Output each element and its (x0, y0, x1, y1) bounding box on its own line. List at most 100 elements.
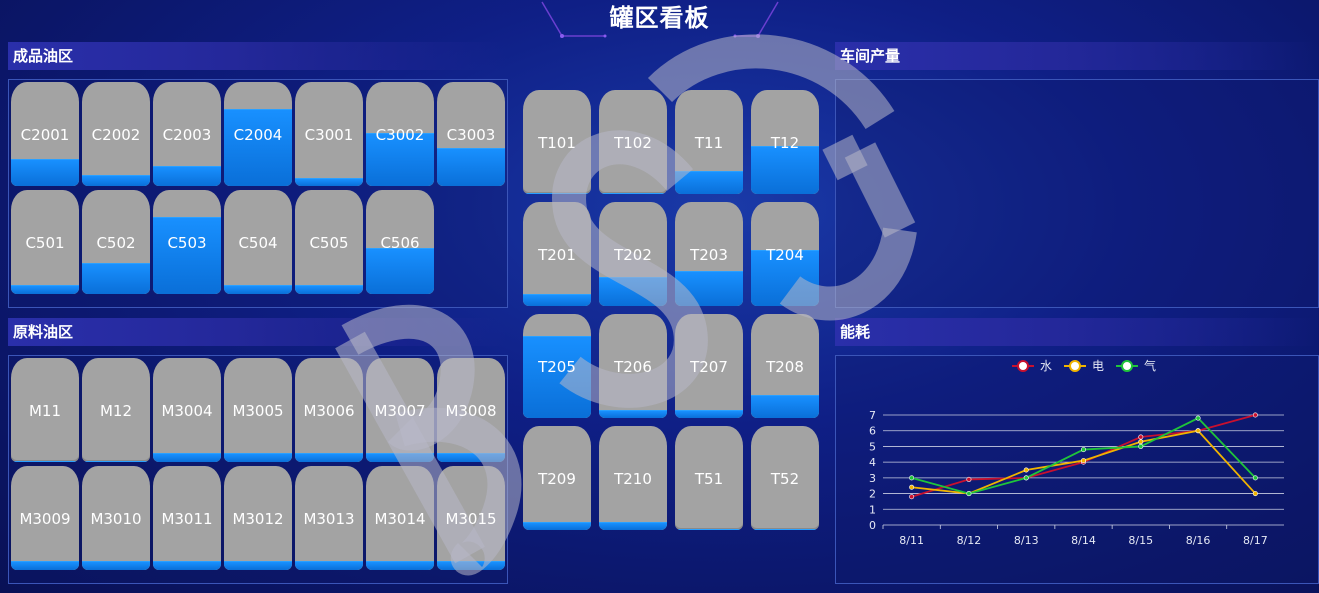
tank-m3007[interactable]: M3007 (366, 358, 434, 462)
tank-label: T202 (614, 246, 652, 264)
tank-level-fill (82, 174, 150, 186)
series-point (909, 494, 915, 500)
tank-label: C2003 (162, 126, 212, 144)
legend-label: 水 (1040, 359, 1052, 373)
tank-label: T210 (614, 470, 652, 488)
tank-label: T102 (614, 134, 652, 152)
series-point (966, 476, 972, 482)
chart-series (909, 412, 1258, 500)
tank-c506[interactable]: C506 (366, 190, 434, 294)
tank-label: C503 (167, 234, 207, 252)
series-point (1081, 458, 1087, 464)
tank-t102[interactable]: T102 (599, 90, 667, 194)
tank-t205[interactable]: T205 (523, 314, 591, 418)
tank-m3014[interactable]: M3014 (366, 466, 434, 570)
tank-label: M11 (28, 402, 62, 420)
tank-level-fill (11, 560, 79, 570)
legend-label: 电 (1092, 359, 1104, 373)
tank-t207[interactable]: T207 (675, 314, 743, 418)
tank-m3005[interactable]: M3005 (224, 358, 292, 462)
tank-m3011[interactable]: M3011 (153, 466, 221, 570)
tank-level-fill (751, 529, 819, 530)
chart-legend[interactable]: 水 电气 (1012, 358, 1156, 373)
tank-label: M3010 (90, 510, 142, 528)
tank-c3002[interactable]: C3002 (366, 82, 434, 186)
tank-t203[interactable]: T203 (675, 202, 743, 306)
tank-t201[interactable]: T201 (523, 202, 591, 306)
series-point (1138, 443, 1144, 449)
tank-t101[interactable]: T101 (523, 90, 591, 194)
tank-c505[interactable]: C505 (295, 190, 363, 294)
legend-item[interactable]: 气 (1116, 358, 1156, 373)
tank-label: C2002 (91, 126, 141, 144)
tank-m11[interactable]: M11 (11, 358, 79, 462)
tank-m3015[interactable]: M3015 (437, 466, 505, 570)
tank-m3012[interactable]: M3012 (224, 466, 292, 570)
tank-t12[interactable]: T12 (751, 90, 819, 194)
y-tick-label: 3 (869, 472, 876, 485)
tank-level-fill (523, 335, 591, 418)
tank-c502[interactable]: C502 (82, 190, 150, 294)
tank-level-fill (224, 284, 292, 294)
tank-level-fill (224, 452, 292, 462)
tank-m3010[interactable]: M3010 (82, 466, 150, 570)
tank-t206[interactable]: T206 (599, 314, 667, 418)
tank-level-fill (153, 452, 221, 462)
legend-item[interactable]: 电 (1064, 359, 1104, 373)
section-workshop-output: 车间产量 (835, 42, 1316, 70)
tank-level-fill (82, 560, 150, 570)
tank-c503[interactable]: C503 (153, 190, 221, 294)
tank-level-fill (523, 521, 591, 530)
tank-t209[interactable]: T209 (523, 426, 591, 530)
tank-m3004[interactable]: M3004 (153, 358, 221, 462)
tank-level-fill (675, 529, 743, 530)
series-point (1252, 475, 1258, 481)
y-tick-label: 4 (869, 456, 876, 469)
tank-label: M3009 (19, 510, 71, 528)
tank-label: T201 (538, 246, 576, 264)
tank-label: T208 (766, 358, 804, 376)
tank-c504[interactable]: C504 (224, 190, 292, 294)
tank-t208[interactable]: T208 (751, 314, 819, 418)
tank-level-fill (437, 452, 505, 462)
tank-label: M3012 (232, 510, 284, 528)
tank-m3008[interactable]: M3008 (437, 358, 505, 462)
tank-label: C502 (96, 234, 136, 252)
tank-c2002[interactable]: C2002 (82, 82, 150, 186)
y-tick-label: 6 (869, 425, 876, 438)
tank-c2001[interactable]: C2001 (11, 82, 79, 186)
legend-item[interactable]: 水 (1012, 359, 1052, 373)
tank-level-fill (366, 248, 434, 294)
tank-t52[interactable]: T52 (751, 426, 819, 530)
tank-label: T209 (538, 470, 576, 488)
tank-c2004[interactable]: C2004 (224, 82, 292, 186)
tank-m3009[interactable]: M3009 (11, 466, 79, 570)
tank-m12[interactable]: M12 (82, 358, 150, 462)
tank-c501[interactable]: C501 (11, 190, 79, 294)
tank-label: M3015 (445, 510, 497, 528)
tank-label: T203 (690, 246, 728, 264)
x-tick-label: 8/15 (1128, 534, 1153, 547)
tank-t202[interactable]: T202 (599, 202, 667, 306)
tank-t51[interactable]: T51 (675, 426, 743, 530)
tank-t210[interactable]: T210 (599, 426, 667, 530)
y-tick-label: 7 (869, 409, 876, 422)
tank-t11[interactable]: T11 (675, 90, 743, 194)
tank-m3006[interactable]: M3006 (295, 358, 363, 462)
tank-label: M3013 (303, 510, 355, 528)
tank-t204[interactable]: T204 (751, 202, 819, 306)
tank-m3013[interactable]: M3013 (295, 466, 363, 570)
tank-c3001[interactable]: C3001 (295, 82, 363, 186)
tank-level-fill (11, 159, 79, 186)
tank-c3003[interactable]: C3003 (437, 82, 505, 186)
section-energy: 能耗 (835, 318, 1316, 346)
tank-level-fill (82, 262, 150, 294)
tank-level-fill (437, 147, 505, 186)
tank-c2003[interactable]: C2003 (153, 82, 221, 186)
tank-level-fill (751, 146, 819, 194)
tank-label: M3014 (374, 510, 426, 528)
tank-label: C3001 (304, 126, 354, 144)
